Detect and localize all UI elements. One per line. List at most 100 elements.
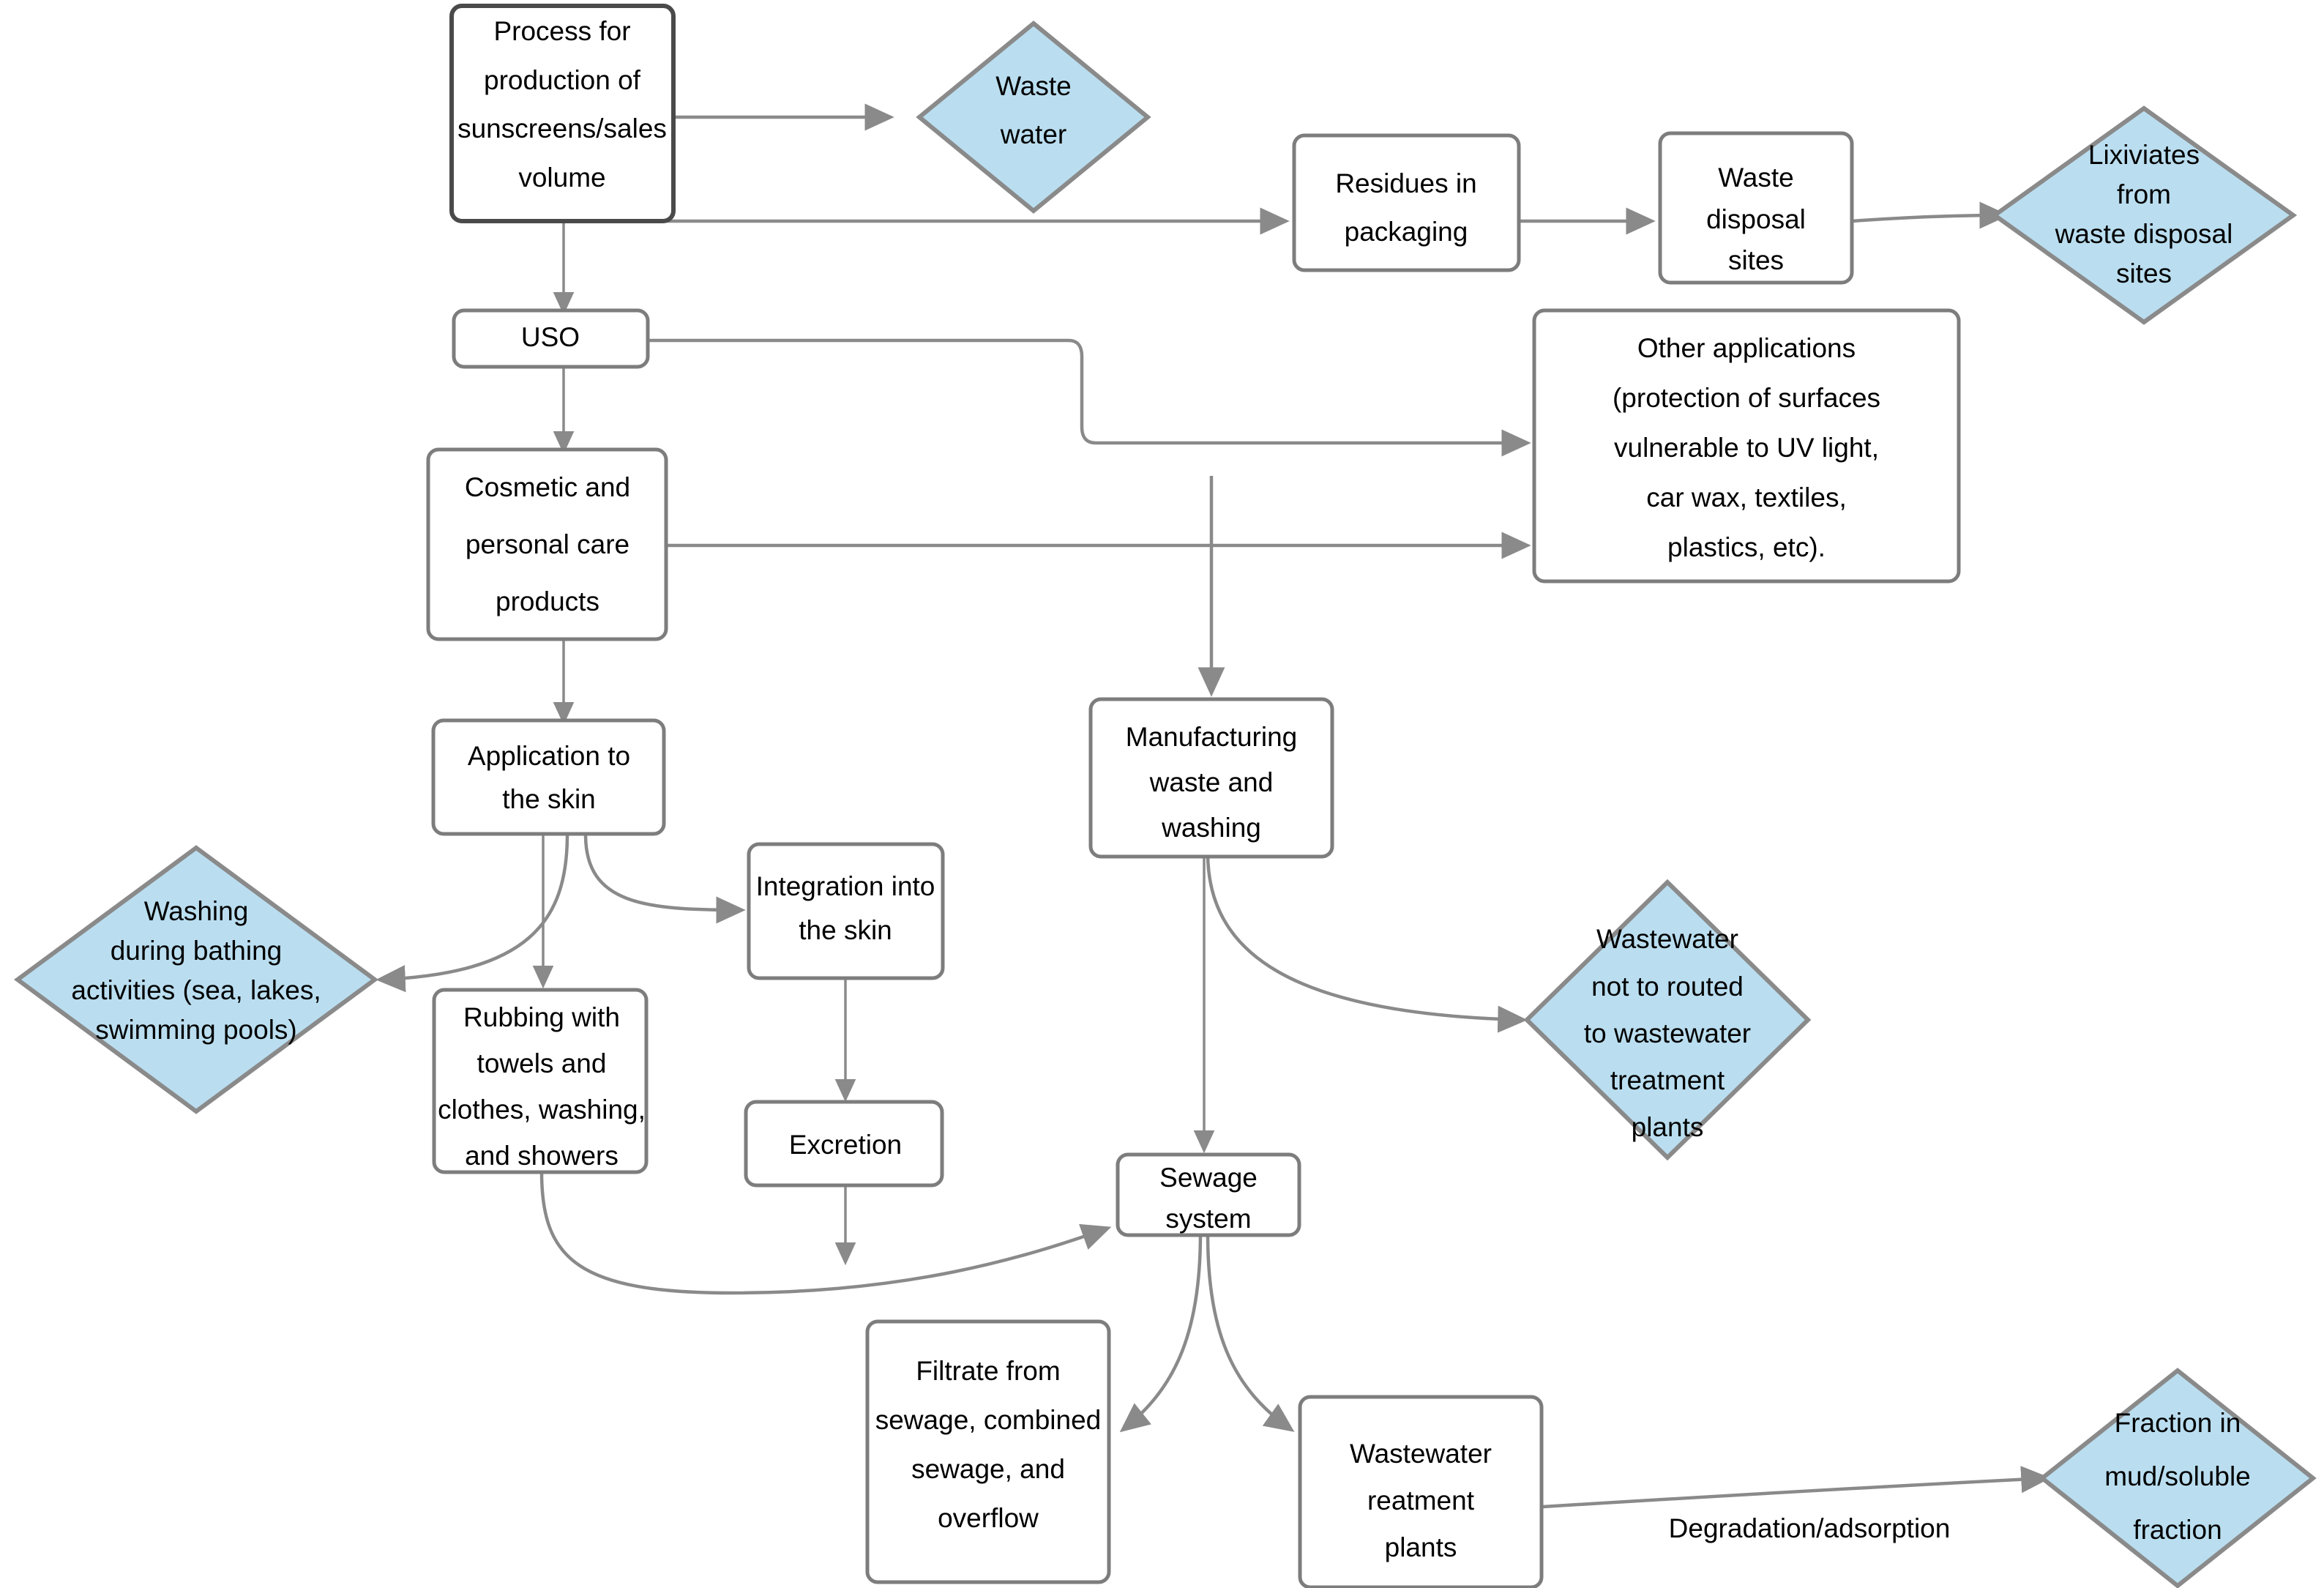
node-integration-line-0: Integration into xyxy=(756,871,935,901)
node-waste-disposal-shape[interactable] xyxy=(1658,131,1854,285)
node-integration-line-1: the skin xyxy=(799,915,892,945)
node-application-to-the-skin[interactable]: Application to the skin xyxy=(431,718,666,836)
node-waste-water[interactable]: Waste water xyxy=(916,20,1151,214)
node-washing-bathing-shape[interactable] xyxy=(13,845,379,1114)
node-sewage-line-1: system xyxy=(1165,1204,1251,1234)
node-wastewater-not-to-routed[interactable]: Wastewater not to routed to wastewater t… xyxy=(1523,879,1812,1161)
node-lixiviates-line-2: waste disposal xyxy=(2055,219,2233,249)
node-cosmetic-line-1: personal care xyxy=(466,529,629,559)
node-filtrate-line-2: sewage, and xyxy=(911,1454,1065,1484)
node-waste-water-shape[interactable] xyxy=(916,20,1151,214)
node-washing-bathing-line-2: activities (sea, lakes, xyxy=(71,975,321,1005)
node-residues-shape[interactable] xyxy=(1292,133,1521,272)
node-filtrate-from-sewage[interactable]: Filtrate from sewage, combined sewage, a… xyxy=(865,1319,1111,1584)
node-fraction-in-mud-soluble-fraction[interactable]: Fraction in mud/soluble fraction xyxy=(2039,1368,2317,1588)
node-waste-disposal-line-2: sites xyxy=(1728,245,1784,275)
node-filtrate-line-3: overflow xyxy=(938,1503,1039,1533)
node-manufacturing-line-0: Manufacturing xyxy=(1126,722,1297,752)
node-other-applications-line-2: vulnerable to UV light, xyxy=(1614,433,1879,463)
node-rubbing-with-towels[interactable]: Rubbing with towels and clothes, washing… xyxy=(432,988,649,1174)
node-waste-disposal-line-1: disposal xyxy=(1706,204,1806,234)
node-fraction-mud-line-1: mud/soluble xyxy=(2104,1461,2251,1491)
node-lixiviates-line-3: sites xyxy=(2116,258,2172,288)
node-filtrate-line-0: Filtrate from xyxy=(916,1356,1060,1386)
node-waste-water-line-1: water xyxy=(1000,119,1066,149)
node-rubbing-line-2: clothes, washing, xyxy=(438,1095,646,1125)
node-uso-line-0: USO xyxy=(521,322,580,352)
node-cosmetic-line-2: products xyxy=(496,586,599,616)
node-lixiviates-line-0: Lixiviates xyxy=(2088,140,2200,170)
node-washing-during-bathing-activities[interactable]: Washing during bathing activities (sea, … xyxy=(13,845,379,1114)
node-wastewater-treatment-line-0: Wastewater xyxy=(1350,1439,1492,1469)
node-application-skin-shape[interactable] xyxy=(431,718,666,836)
node-washing-bathing-line-3: swimming pools) xyxy=(95,1015,297,1045)
node-washing-bathing-line-0: Washing xyxy=(144,896,249,926)
edge-sewage-to-wastewater-treatment xyxy=(1206,1233,1295,1432)
node-lixiviates-line-1: from xyxy=(2117,179,2171,209)
node-sewage-shape[interactable] xyxy=(1116,1152,1301,1237)
node-waste-disposal-line-0: Waste xyxy=(1718,163,1793,193)
node-rubbing-shape[interactable] xyxy=(432,988,649,1174)
node-waste-water-line-0: Waste xyxy=(995,71,1071,101)
node-rubbing-line-1: towels and xyxy=(477,1048,607,1078)
edge-layer xyxy=(375,103,2051,1509)
node-fraction-mud-shape[interactable] xyxy=(2039,1368,2317,1588)
node-process-line-1: production of xyxy=(484,65,641,95)
node-rubbing-line-0: Rubbing with xyxy=(463,1002,620,1032)
edge-label-degradation-adsorption: Degradation/adsorption xyxy=(1669,1513,1951,1543)
edge-uso-to-other-applications xyxy=(648,338,1531,457)
edge-disposal-to-lixiviates xyxy=(1851,201,2009,229)
node-sewage-system[interactable]: Sewage system xyxy=(1116,1152,1301,1237)
node-waste-disposal-sites[interactable]: Waste disposal sites xyxy=(1658,131,1854,285)
node-manufacturing-line-1: waste and xyxy=(1149,767,1274,797)
node-lixiviates-from-waste-disposal-sites[interactable]: Lixiviates from waste disposal sites xyxy=(1990,105,2298,325)
node-wastewater-not-routed-shape[interactable] xyxy=(1523,879,1812,1161)
node-cosmetic-line-0: Cosmetic and xyxy=(465,472,630,502)
node-residues-in-packaging[interactable]: Residues in packaging xyxy=(1292,133,1521,272)
node-sewage-line-0: Sewage xyxy=(1159,1163,1258,1193)
edge-application-skin-to-integration xyxy=(583,834,746,924)
node-process-line-0: Process for xyxy=(493,16,630,46)
node-other-applications-line-3: car wax, textiles, xyxy=(1646,482,1846,512)
node-residues-line-1: packaging xyxy=(1345,217,1468,247)
node-excretion-shape[interactable] xyxy=(744,1100,944,1188)
node-manufacturing-shape[interactable] xyxy=(1088,697,1334,859)
node-process-for-production[interactable]: Process for production of sunscreens/sal… xyxy=(449,4,676,223)
node-filtrate-line-1: sewage, combined xyxy=(875,1405,1102,1435)
node-wastewater-not-routed-line-0: Wastewater xyxy=(1596,924,1738,954)
node-uso[interactable]: USO xyxy=(452,308,650,369)
node-application-skin-line-0: Application to xyxy=(468,741,630,771)
node-wastewater-treatment-plants[interactable]: Wastewater reatment plants xyxy=(1298,1395,1544,1588)
node-wastewater-treatment-line-1: reatment xyxy=(1367,1486,1475,1516)
node-excretion[interactable]: Excretion xyxy=(744,1100,944,1188)
node-filtrate-shape[interactable] xyxy=(865,1319,1111,1584)
node-process-shape[interactable] xyxy=(449,4,676,223)
node-manufacturing-line-2: washing xyxy=(1161,813,1261,843)
node-wastewater-not-routed-line-3: treatment xyxy=(1610,1065,1725,1095)
node-process-line-2: sunscreens/sales xyxy=(457,113,667,143)
edge-manufacturing-to-wastewater-not-routed xyxy=(1206,852,1528,1033)
node-integration-shape[interactable] xyxy=(747,842,945,980)
node-other-applications-line-4: plastics, etc). xyxy=(1667,532,1826,562)
node-process-line-3: volume xyxy=(518,163,605,193)
node-rubbing-line-3: and showers xyxy=(465,1141,619,1171)
edge-wastewater-treatment-to-fraction xyxy=(1542,1466,2051,1509)
node-wastewater-not-routed-line-2: to wastewater xyxy=(1584,1018,1751,1048)
node-cosmetic-and-personal-care-products[interactable]: Cosmetic and personal care products xyxy=(426,447,668,641)
node-cosmetic-shape[interactable] xyxy=(426,447,668,641)
node-uso-shape[interactable] xyxy=(452,308,650,369)
node-other-applications[interactable]: Other applications (protection of surfac… xyxy=(1532,308,1961,584)
node-lixiviates-shape[interactable] xyxy=(1990,105,2298,325)
edge-sewage-to-filtrate xyxy=(1119,1233,1203,1433)
edge-application-skin-to-washing-bathing xyxy=(375,834,569,993)
node-manufacturing-waste-and-washing[interactable]: Manufacturing waste and washing xyxy=(1088,697,1334,859)
node-wastewater-treatment-shape[interactable] xyxy=(1298,1395,1544,1588)
node-wastewater-not-routed-line-1: not to routed xyxy=(1591,972,1744,1002)
node-other-applications-shape[interactable] xyxy=(1532,308,1961,584)
node-fraction-mud-line-2: fraction xyxy=(2133,1515,2222,1545)
node-integration-into-the-skin[interactable]: Integration into the skin xyxy=(747,842,945,980)
node-wastewater-not-routed-line-4: plants xyxy=(1632,1112,1704,1142)
node-washing-bathing-line-1: during bathing xyxy=(111,936,283,966)
